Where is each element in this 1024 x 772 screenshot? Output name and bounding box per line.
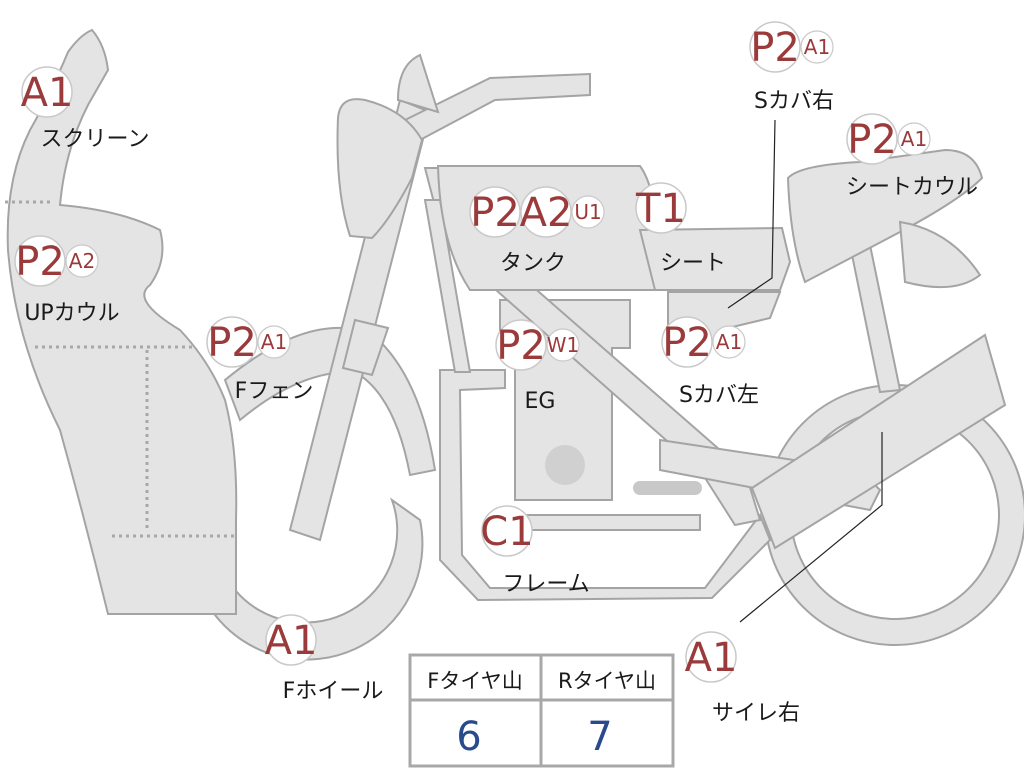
grade-badge-circle (257, 325, 291, 359)
part-label-s-cover-left: Sカバ左 (679, 383, 759, 408)
grade-badge-circle (65, 244, 99, 278)
grade-code: P2 (750, 25, 800, 71)
part-label-f-fender: Fフェン (235, 379, 314, 404)
side-duct (336, 98, 424, 240)
frame-shape (439, 369, 772, 602)
part-label-f-wheel: Fホイール (283, 679, 384, 704)
grade-code: A2 (520, 190, 573, 236)
grade-badge-circle (635, 182, 687, 234)
callout-silencer-right: A1 サイレ右 (685, 631, 800, 726)
grade-code: P2 (15, 239, 65, 285)
grade-code: T1 (635, 186, 686, 232)
leader-s-cover-right (727, 119, 776, 309)
grade-code: A1 (804, 35, 830, 59)
grade-badge-circle (571, 195, 605, 229)
part-label-seat: シート (660, 251, 726, 276)
grade-code: P2 (496, 323, 546, 369)
grade-code: U1 (574, 200, 601, 224)
grade-badge-circle (495, 319, 547, 371)
part-label-engine: EG (525, 389, 556, 414)
part-label-up-cowl: UPカウル (24, 301, 119, 326)
grade-code: P2 (847, 117, 897, 163)
grade-badge-circle (712, 325, 746, 359)
grade-badge-circle (546, 328, 580, 362)
grade-code: A1 (21, 70, 74, 116)
grade-badge-circle (469, 186, 521, 238)
rear-subframe (848, 244, 902, 394)
grade-badge-circle (846, 113, 898, 165)
part-label-seat-cowl: シートカウル (846, 175, 978, 200)
silencer-shape (750, 333, 1007, 550)
part-label-frame: フレーム (502, 572, 589, 597)
grade-code: A1 (716, 330, 742, 354)
grade-code: W1 (547, 333, 580, 357)
seat-shape (638, 226, 792, 291)
grade-code: A1 (901, 127, 927, 151)
grade-badge-circle (897, 122, 931, 156)
part-label-screen: スクリーン (41, 127, 150, 152)
tire-front-value: 6 (456, 714, 481, 760)
grade-badge-circle (21, 66, 73, 118)
grade-badge-circle (749, 21, 801, 73)
mirror (396, 53, 440, 114)
part-label-silencer-right: サイレ右 (712, 701, 800, 726)
fork-clamp (341, 318, 390, 377)
grade-code: A1 (265, 618, 318, 664)
grade-badge-circle (800, 30, 834, 64)
frame-diagonal (423, 199, 472, 373)
tire-rear-value: 7 (587, 714, 612, 760)
tire-front-header: Fタイヤ山 (427, 669, 522, 693)
grade-code: A2 (69, 249, 95, 273)
leader-silencer-right (739, 432, 883, 623)
up-cowl-shape (6, 28, 238, 615)
callout-screen: A1 スクリーン (21, 66, 150, 152)
grade-badge-circle (14, 235, 66, 287)
grade-badge-circle (206, 316, 258, 368)
part-label-s-cover-right: Sカバ右 (754, 89, 834, 114)
grade-badge-circle (481, 505, 533, 557)
grade-badge-circle (661, 316, 713, 368)
tire-rear-header: Rタイヤ山 (558, 669, 656, 693)
grade-code: A1 (685, 635, 738, 681)
bike-body (5, 28, 1024, 661)
front-fender-shape (223, 326, 437, 477)
grade-code: A1 (261, 330, 287, 354)
grade-badge-circle (265, 614, 317, 666)
grade-code: P2 (662, 320, 712, 366)
seat-cowl-tail (898, 220, 982, 289)
grade-code: C1 (480, 509, 533, 555)
seat-cowl-shape (786, 148, 984, 284)
part-label-tank: タンク (500, 251, 566, 276)
grade-code: P2 (470, 190, 520, 236)
grade-badge-circle (685, 631, 737, 683)
grade-code: P2 (207, 320, 257, 366)
callout-seat: T1 シート (635, 182, 726, 276)
front-fork (288, 98, 432, 542)
grade-badge-circle (520, 186, 572, 238)
callout-frame: C1 フレーム (480, 505, 590, 597)
tire-table: Fタイヤ山 Rタイヤ山 6 7 (408, 653, 675, 768)
engine-cover (545, 445, 585, 485)
